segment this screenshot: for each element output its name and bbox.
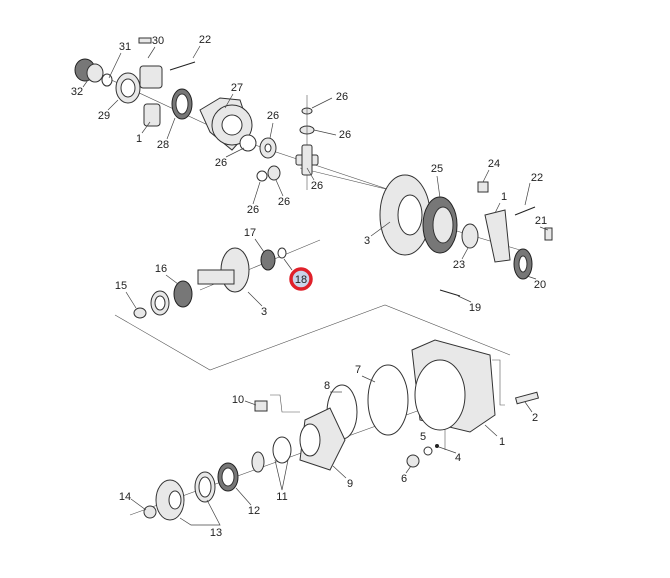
callout-26[interactable]: 26 [311, 180, 323, 192]
callout-7[interactable]: 7 [355, 364, 361, 376]
callout-25[interactable]: 25 [431, 163, 443, 175]
callout-22[interactable]: 22 [531, 172, 543, 184]
callout-26[interactable]: 26 [267, 110, 279, 122]
callout-3[interactable]: 3 [364, 235, 370, 247]
callout-8[interactable]: 8 [324, 380, 330, 392]
callout-29[interactable]: 29 [98, 110, 110, 122]
callout-15[interactable]: 15 [115, 280, 127, 292]
callout-23[interactable]: 23 [453, 259, 465, 271]
callout-18[interactable]: 18 [295, 274, 307, 286]
callout-17[interactable]: 17 [244, 227, 256, 239]
callout-10[interactable]: 10 [232, 394, 244, 406]
leader-lines [82, 45, 549, 526]
callout-19[interactable]: 19 [469, 302, 481, 314]
callouts: 31 30 22 32 29 27 1 28 26 26 26 26 26 26… [71, 34, 547, 539]
callout-4[interactable]: 4 [455, 452, 461, 464]
callout-22[interactable]: 22 [199, 34, 211, 46]
callout-20[interactable]: 20 [534, 279, 546, 291]
parts-pinion [133, 247, 287, 319]
callout-26[interactable]: 26 [336, 91, 348, 103]
callout-14[interactable]: 14 [119, 491, 131, 503]
callout-28[interactable]: 28 [157, 139, 169, 151]
callout-1[interactable]: 1 [501, 191, 507, 203]
callout-1[interactable]: 1 [136, 133, 142, 145]
callout-9[interactable]: 9 [347, 478, 353, 490]
callout-26[interactable]: 26 [278, 196, 290, 208]
callout-27[interactable]: 27 [231, 82, 243, 94]
callout-31[interactable]: 31 [119, 41, 131, 53]
callout-26[interactable]: 26 [247, 204, 259, 216]
callout-11[interactable]: 11 [276, 491, 287, 503]
callout-26[interactable]: 26 [215, 157, 227, 169]
callout-12[interactable]: 12 [248, 505, 260, 517]
callout-18-selected[interactable]: 18 [289, 267, 313, 291]
callout-13[interactable]: 13 [210, 527, 222, 539]
callout-5[interactable]: 5 [420, 431, 426, 443]
callout-30[interactable]: 30 [152, 35, 164, 47]
parts-ring-gear [379, 174, 553, 297]
callout-2[interactable]: 2 [532, 412, 538, 424]
callout-26[interactable]: 26 [339, 129, 351, 141]
callout-24[interactable]: 24 [488, 158, 500, 170]
callout-21[interactable]: 21 [535, 215, 547, 227]
parts-housing [143, 339, 540, 521]
parts-upper [74, 37, 319, 190]
callout-3[interactable]: 3 [261, 306, 267, 318]
callout-6[interactable]: 6 [401, 473, 407, 485]
callout-1[interactable]: 1 [499, 436, 505, 448]
callout-32[interactable]: 32 [71, 86, 83, 98]
callout-16[interactable]: 16 [155, 263, 167, 275]
